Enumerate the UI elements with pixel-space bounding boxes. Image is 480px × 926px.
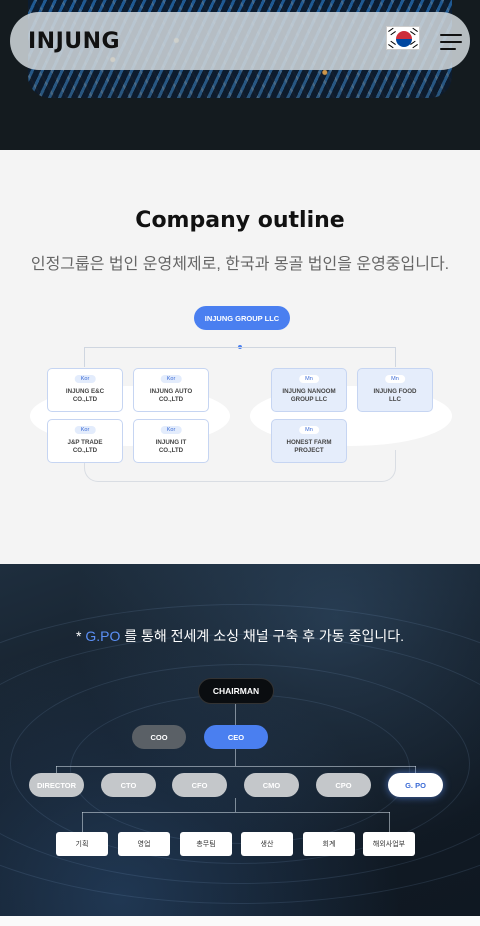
section-subtitle: 인정그룹은 법인 운영체제로, 한국과 몽골 법인을 운영중입니다. [30, 256, 450, 273]
connector-line [235, 704, 236, 728]
dept-box[interactable]: 해외사업부 [363, 832, 415, 856]
connector-line [389, 812, 390, 832]
exec-node-cto[interactable]: CTO [101, 773, 156, 797]
dept-box[interactable]: 기획 [56, 832, 108, 856]
company-card[interactable]: Mn HONEST FARM PROJECT [271, 419, 347, 463]
logo[interactable]: INJUNG [28, 28, 121, 54]
company-card[interactable]: Mn INJUNG FOOD LLC [357, 368, 433, 412]
bottom-strip [0, 916, 480, 926]
company-suffix: CO.,LTD [158, 396, 184, 403]
country-tag: Kor [74, 426, 96, 434]
connector-line [395, 347, 396, 367]
country-tag: Kor [74, 375, 96, 383]
asterisk: * [76, 628, 86, 644]
connector-line [56, 766, 416, 767]
company-card[interactable]: Kor INJUNG AUTO CO.,LTD [133, 368, 209, 412]
country-tag: Kor [160, 375, 182, 383]
company-name: INJUNG NANOOM [282, 388, 336, 395]
header-bar: INJUNG [10, 12, 470, 70]
section-title: Company outline [135, 208, 345, 233]
company-card[interactable]: Mn INJUNG NANOOM GROUP LLC [271, 368, 347, 412]
background-swirl [0, 634, 480, 884]
exec-node-cpo[interactable]: CPO [316, 773, 371, 797]
connector-line [82, 812, 83, 832]
exec-node-gpo[interactable]: G. PO [388, 773, 443, 797]
company-name: INJUNG E&C [65, 388, 105, 395]
country-tag: Mn [299, 426, 319, 434]
company-name: J&P TRADE [67, 439, 103, 446]
hamburger-menu-icon[interactable] [440, 33, 464, 51]
company-name: INJUNG IT [155, 439, 187, 446]
gpo-text: 를 통해 전세계 소싱 채널 구축 후 가동 중입니다. [120, 628, 404, 644]
background-swirl [0, 604, 480, 904]
exec-node-cfo[interactable]: CFO [172, 773, 227, 797]
coo-node[interactable]: COO [132, 725, 186, 749]
connector-line [84, 347, 396, 348]
ceo-node[interactable]: CEO [204, 725, 268, 749]
company-name: INJUNG AUTO [149, 388, 193, 395]
gpo-highlight: G.PO [85, 628, 121, 644]
gpo-org-section: * G.PO 를 통해 전세계 소싱 채널 구축 후 가동 중입니다. CHAI… [0, 564, 480, 916]
chairman-node[interactable]: CHAIRMAN [198, 678, 274, 704]
connector-line [235, 798, 236, 812]
connector-line [56, 766, 57, 774]
company-suffix: LLC [388, 396, 402, 403]
connector-frame [84, 450, 396, 482]
connector-line [415, 766, 416, 774]
country-tag: Mn [299, 375, 319, 383]
company-suffix: CO.,LTD [72, 447, 98, 454]
company-suffix: CO.,LTD [158, 447, 184, 454]
dept-box[interactable]: 회계 [303, 832, 355, 856]
exec-node-director[interactable]: DIRECTOR [29, 773, 84, 797]
connector-line [84, 347, 85, 367]
company-outline-section: Company outline 인정그룹은 법인 운영체제로, 한국과 몽골 법… [0, 150, 480, 564]
company-name: HONEST FARM [286, 439, 332, 446]
background-swirl [70, 694, 410, 844]
connector-line [235, 748, 236, 766]
group-org-chart: INJUNG GROUP LLC Kor INJUNG E&C CO.,LTD … [0, 150, 480, 564]
connector-line [82, 812, 390, 813]
korea-flag-icon[interactable] [386, 26, 420, 50]
company-card[interactable]: Kor J&P TRADE CO.,LTD [47, 419, 123, 463]
background-swirl [10, 664, 470, 864]
country-tag: Mn [385, 375, 405, 383]
group-node: INJUNG GROUP LLC [194, 306, 290, 330]
company-name: INJUNG FOOD [373, 388, 417, 395]
company-suffix: PROJECT [294, 447, 324, 454]
dept-box[interactable]: 영업 [118, 832, 170, 856]
company-suffix: GROUP LLC [290, 396, 328, 403]
company-card[interactable]: Kor INJUNG IT CO.,LTD [133, 419, 209, 463]
company-card[interactable]: Kor INJUNG E&C CO.,LTD [47, 368, 123, 412]
company-suffix: CO.,LTD [72, 396, 98, 403]
hero-section: INJUNG [0, 0, 480, 150]
country-tag: Kor [160, 426, 182, 434]
exec-node-cmo[interactable]: CMO [244, 773, 299, 797]
dept-box[interactable]: 총무팀 [180, 832, 232, 856]
gpo-description: * G.PO 를 통해 전세계 소싱 채널 구축 후 가동 중입니다. [0, 626, 480, 646]
dept-box[interactable]: 생산 [241, 832, 293, 856]
